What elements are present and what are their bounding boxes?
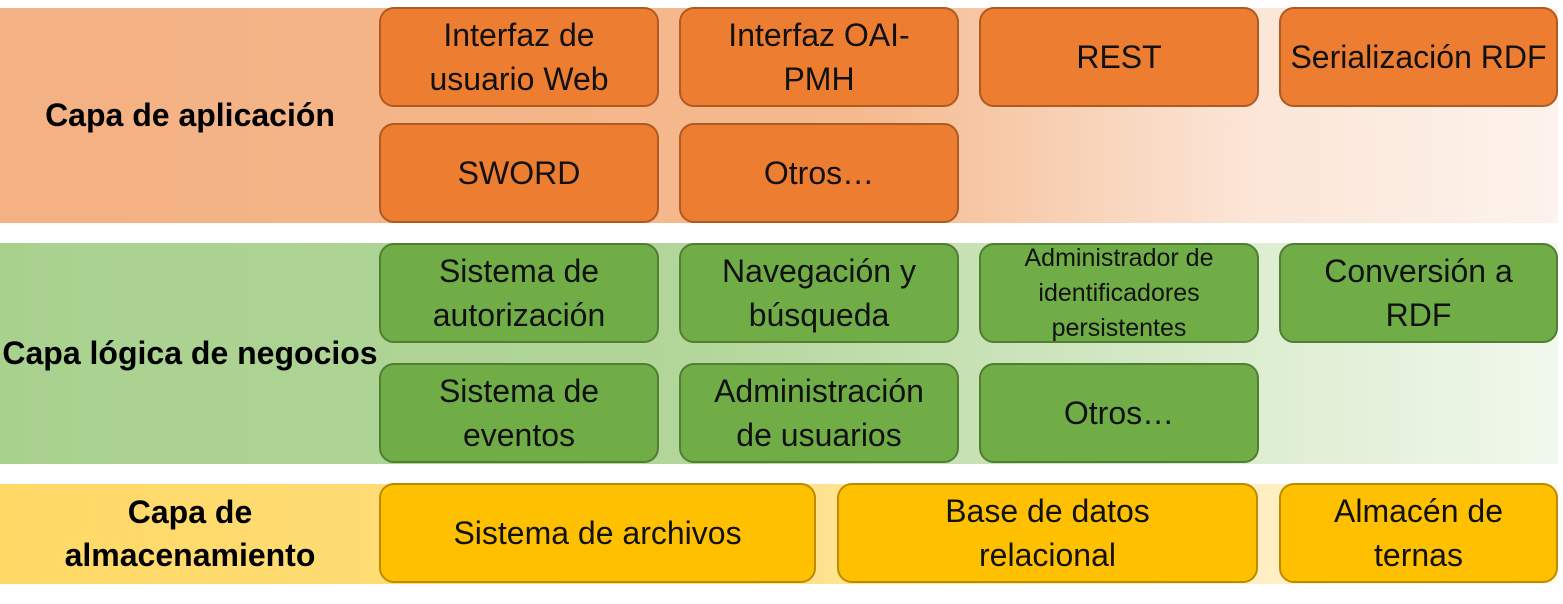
application-layer-label: Capa de aplicación	[45, 97, 335, 133]
business-layer-label: Capa lógica de negocios	[2, 335, 378, 371]
sword-box: SWORD	[379, 123, 659, 223]
triple-store-box: Almacén de ternas	[1279, 483, 1558, 583]
events-box: Sistema de eventos	[379, 363, 659, 463]
web-ui-box: Interfaz de usuario Web	[379, 7, 659, 107]
persistent-identifiers-box: Administrador de identificadores persist…	[979, 243, 1259, 343]
business-others-box: Otros…	[979, 363, 1259, 463]
browse-search-box: Navegación y búsqueda	[679, 243, 959, 343]
storage-layer-label: Capa de almacenamiento	[64, 494, 316, 573]
rdf-serialization-box: Serialización RDF	[1279, 7, 1558, 107]
relational-db-box: Base de datos relacional	[837, 483, 1258, 583]
file-system-box: Sistema de archivos	[379, 483, 816, 583]
user-admin-box: Administración de usuarios	[679, 363, 959, 463]
rdf-conversion-box: Conversión a RDF	[1279, 243, 1558, 343]
application-others-box: Otros…	[679, 123, 959, 223]
oai-pmh-box: Interfaz OAI-PMH	[679, 7, 959, 107]
rest-box: REST	[979, 7, 1259, 107]
authorization-box: Sistema de autorización	[379, 243, 659, 343]
